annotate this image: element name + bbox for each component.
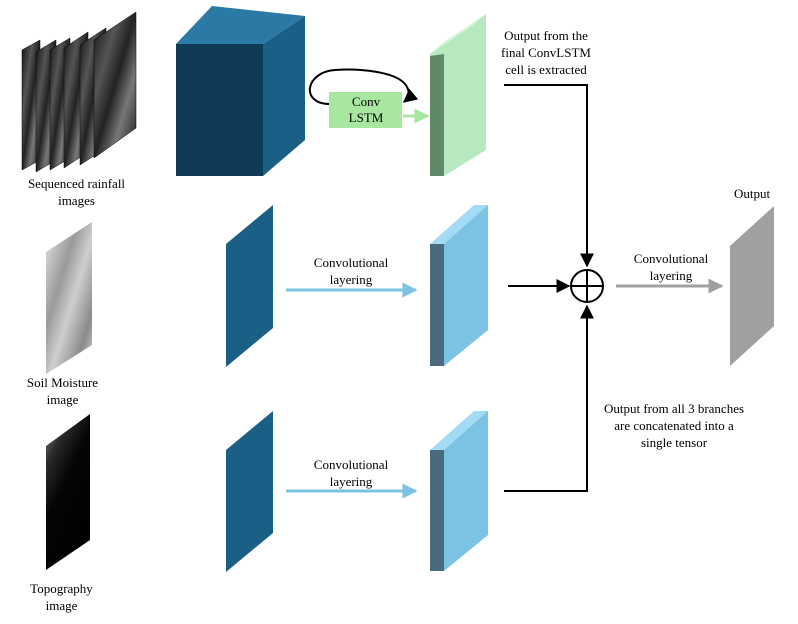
bottom-branch-connector [504, 304, 594, 492]
convlstm-label-line1: Conv [352, 94, 381, 109]
convlstm-recurrent-loop [309, 68, 419, 105]
rainfall-images-label: Sequenced rainfall images [27, 176, 126, 208]
topo-conv-input-slab [226, 411, 273, 572]
soil-conv-output-slab [430, 205, 488, 366]
topography-label: Topography image [30, 581, 93, 613]
convlstm-label-line2: LSTM [349, 110, 384, 125]
convlstm-box [329, 92, 402, 128]
soil-moisture-image [46, 222, 92, 374]
rainfall-image-stack [21, 11, 137, 173]
concatenation-node [570, 269, 604, 303]
convlstm-output-slab [430, 14, 486, 176]
concatenation-note: Output from all 3 branches are concatena… [603, 401, 745, 450]
mid-conv-layering-label: Convolutional layering [313, 255, 389, 287]
topo-conv-output-slab [430, 411, 488, 571]
soil-conv-input-slab [226, 205, 273, 367]
top-branch-connector [504, 84, 594, 268]
output-conv-layering-label: Convolutional layering [633, 251, 709, 283]
bottom-conv-layering-label: Convolutional layering [313, 457, 389, 489]
output-title: Output [733, 186, 771, 201]
topography-image [46, 414, 90, 570]
convlstm-output-note: Output from the final ConvLSTM cell is e… [501, 28, 591, 77]
soil-moisture-label: Soil Moisture image [26, 375, 99, 407]
convlstm-input-cube [176, 6, 305, 176]
output-slab [730, 206, 774, 366]
